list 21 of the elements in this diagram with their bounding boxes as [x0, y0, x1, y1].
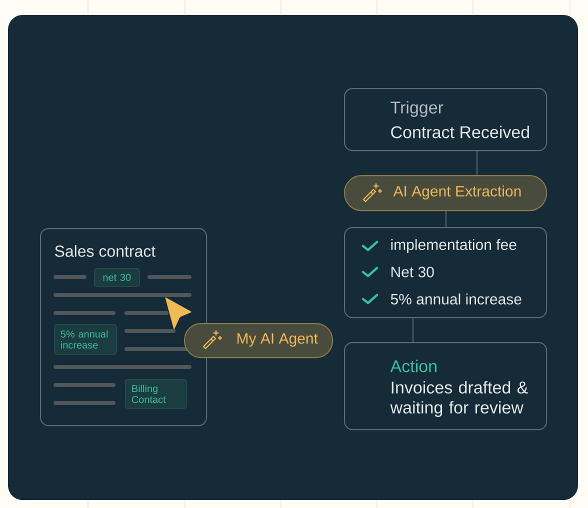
document-title: Sales contract — [55, 245, 156, 257]
pill-label: My AI Agent — [238, 333, 318, 347]
agent-pill — [184, 323, 334, 358]
pill-label: AI Agent Extraction — [393, 186, 521, 200]
card-label: Trigger — [390, 101, 444, 117]
field-tag: Billing Contact — [125, 379, 187, 409]
field-tag: net 30 — [94, 268, 140, 287]
checklist-card — [344, 227, 548, 318]
agent-pill — [344, 175, 548, 212]
card-label: Action — [390, 360, 436, 372]
connector-line — [445, 211, 447, 227]
connector-line — [476, 151, 478, 175]
checklist-item: implementation fee — [391, 239, 516, 253]
field-tag: 5% annual increase — [54, 324, 117, 355]
connector-line — [412, 318, 414, 342]
card-title: Contract Received — [391, 126, 529, 138]
action-card — [344, 342, 548, 430]
card-text: Invoices drafted & waiting for review — [390, 381, 528, 417]
trigger-card — [344, 88, 548, 152]
checklist-item: Net 30 — [392, 266, 434, 278]
checklist-item: 5% annual increase — [390, 294, 522, 305]
